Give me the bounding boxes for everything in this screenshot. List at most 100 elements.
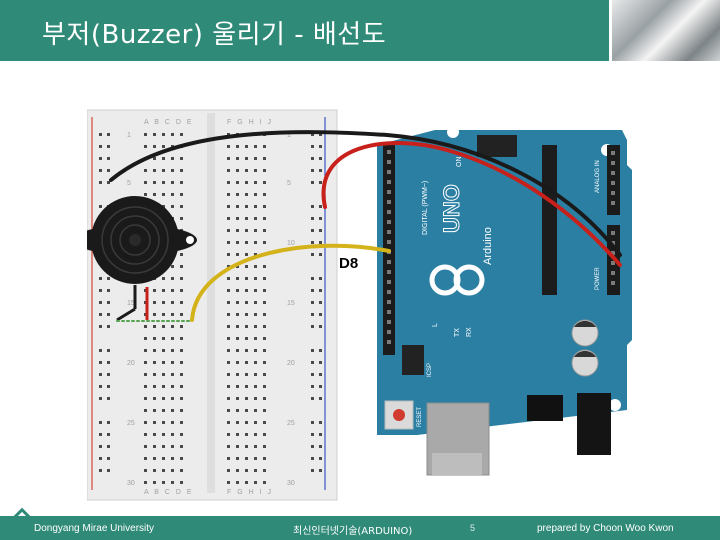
breadboard-hole bbox=[254, 373, 257, 376]
breadboard-hole bbox=[171, 289, 174, 292]
breadboard-hole bbox=[144, 409, 147, 412]
header-pin bbox=[387, 190, 391, 194]
breadboard-hole bbox=[153, 433, 156, 436]
breadboard-hole bbox=[153, 289, 156, 292]
breadboard-hole bbox=[245, 433, 248, 436]
breadboard-hole bbox=[99, 433, 102, 436]
breadboard-hole bbox=[153, 325, 156, 328]
header-pin bbox=[611, 271, 615, 275]
breadboard-hole bbox=[245, 409, 248, 412]
breadboard-hole bbox=[153, 301, 156, 304]
breadboard-hole bbox=[254, 397, 257, 400]
breadboard-hole bbox=[144, 361, 147, 364]
breadboard-hole bbox=[245, 169, 248, 172]
breadboard-hole bbox=[153, 469, 156, 472]
breadboard-hole bbox=[153, 133, 156, 136]
breadboard-hole bbox=[162, 457, 165, 460]
breadboard-hole bbox=[144, 385, 147, 388]
breadboard-hole bbox=[227, 397, 230, 400]
breadboard-hole bbox=[311, 313, 314, 316]
breadboard-hole bbox=[180, 409, 183, 412]
breadboard-hole bbox=[254, 217, 257, 220]
arduino-logo bbox=[429, 264, 485, 296]
breadboard-hole bbox=[153, 193, 156, 196]
breadboard-hole bbox=[319, 289, 322, 292]
header-pin bbox=[611, 161, 615, 165]
breadboard-hole bbox=[99, 325, 102, 328]
breadboard-hole bbox=[319, 145, 322, 148]
breadboard-hole bbox=[319, 349, 322, 352]
breadboard-hole bbox=[245, 157, 248, 160]
footer-author: prepared by Choon Woo Kwon bbox=[537, 523, 674, 534]
breadboard-hole bbox=[263, 469, 266, 472]
breadboard-hole bbox=[99, 361, 102, 364]
icsp-label: ICSP bbox=[427, 363, 433, 377]
breadboard-hole bbox=[99, 133, 102, 136]
breadboard-hole bbox=[180, 289, 183, 292]
breadboard-hole bbox=[171, 133, 174, 136]
breadboard-column-letters: A B C D E bbox=[144, 119, 194, 126]
breadboard-hole bbox=[171, 445, 174, 448]
breadboard-hole bbox=[107, 445, 110, 448]
breadboard-hole bbox=[153, 361, 156, 364]
breadboard-hole bbox=[245, 481, 248, 484]
footer-bar: Dongyang Mirae University 최신인터넷기술(ARDUIN… bbox=[0, 516, 720, 540]
breadboard-hole bbox=[227, 241, 230, 244]
header-pin bbox=[387, 240, 391, 244]
breadboard-hole bbox=[263, 157, 266, 160]
breadboard-hole bbox=[144, 325, 147, 328]
breadboard-hole bbox=[236, 265, 239, 268]
breadboard-hole bbox=[227, 193, 230, 196]
breadboard-hole bbox=[162, 445, 165, 448]
breadboard-hole bbox=[180, 457, 183, 460]
breadboard-hole bbox=[263, 349, 266, 352]
breadboard-hole bbox=[227, 469, 230, 472]
breadboard-hole bbox=[171, 373, 174, 376]
breadboard-hole bbox=[171, 433, 174, 436]
breadboard-hole bbox=[107, 469, 110, 472]
breadboard-hole bbox=[171, 193, 174, 196]
breadboard-hole bbox=[236, 229, 239, 232]
breadboard-hole bbox=[245, 193, 248, 196]
breadboard-hole bbox=[227, 169, 230, 172]
breadboard-hole bbox=[311, 445, 314, 448]
breadboard-hole bbox=[254, 385, 257, 388]
breadboard-hole bbox=[319, 229, 322, 232]
breadboard-hole bbox=[107, 349, 110, 352]
breadboard-hole bbox=[180, 421, 183, 424]
breadboard-hole bbox=[180, 169, 183, 172]
breadboard-hole bbox=[180, 265, 183, 268]
breadboard-hole bbox=[319, 181, 322, 184]
breadboard-hole bbox=[162, 181, 165, 184]
breadboard-hole bbox=[254, 193, 257, 196]
breadboard-hole bbox=[162, 409, 165, 412]
breadboard-hole bbox=[263, 337, 266, 340]
breadboard-hole bbox=[144, 397, 147, 400]
breadboard-row-number: 20 bbox=[127, 360, 135, 367]
header-pin bbox=[611, 241, 615, 245]
breadboard-hole bbox=[99, 169, 102, 172]
breadboard-hole bbox=[144, 349, 147, 352]
breadboard-hole bbox=[254, 241, 257, 244]
breadboard-hole bbox=[263, 433, 266, 436]
breadboard-hole bbox=[180, 301, 183, 304]
breadboard-hole bbox=[245, 289, 248, 292]
breadboard-hole bbox=[99, 301, 102, 304]
breadboard-hole bbox=[153, 157, 156, 160]
breadboard-hole bbox=[153, 181, 156, 184]
breadboard-hole bbox=[162, 193, 165, 196]
breadboard-row-number: 1 bbox=[287, 132, 291, 139]
breadboard-hole bbox=[263, 205, 266, 208]
breadboard-hole bbox=[144, 145, 147, 148]
breadboard-hole bbox=[236, 469, 239, 472]
breadboard-hole bbox=[245, 457, 248, 460]
breadboard-hole bbox=[99, 469, 102, 472]
breadboard-hole bbox=[153, 445, 156, 448]
breadboard-hole bbox=[311, 421, 314, 424]
pin-label-d8: D8 bbox=[339, 255, 358, 272]
breadboard-hole bbox=[162, 277, 165, 280]
breadboard-hole bbox=[227, 133, 230, 136]
breadboard-hole bbox=[227, 361, 230, 364]
breadboard-hole bbox=[245, 337, 248, 340]
breadboard-hole bbox=[319, 157, 322, 160]
